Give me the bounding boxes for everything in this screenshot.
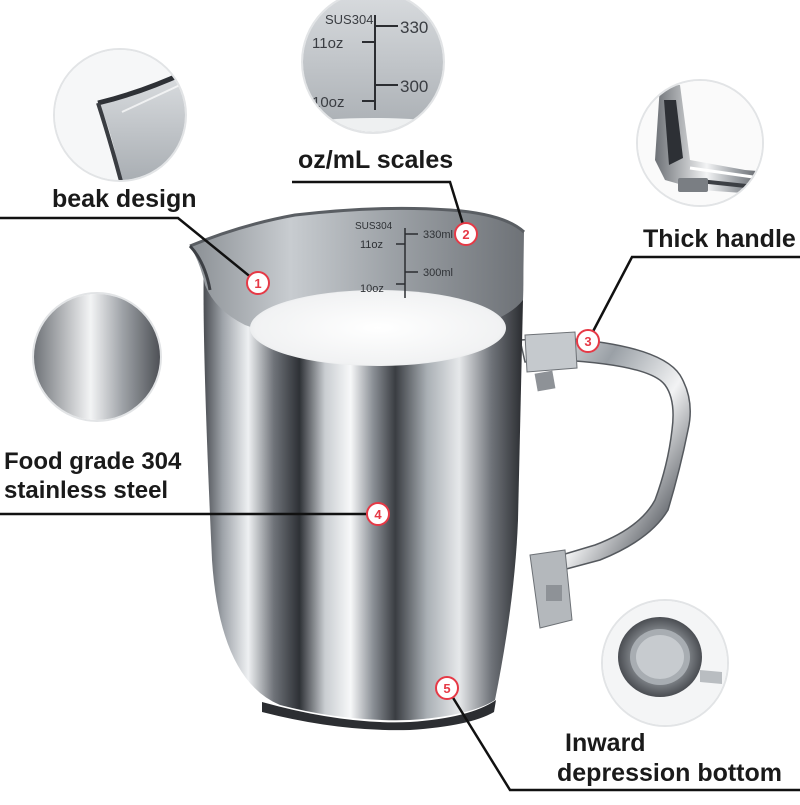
svg-text:2: 2 [462,227,469,242]
zoom-handle-detail [636,79,764,207]
svg-text:1: 1 [254,276,261,291]
badge-5: 5 [435,676,459,700]
callout-inward-bottom: Inward depression bottom [557,728,782,788]
badge-4: 4 [366,502,390,526]
callout-steel-line1: Food grade 304 [4,448,182,475]
pitcher-material-mark: SUS304 [355,221,393,232]
callout-oz-ml-scales: oz/mL scales [298,146,454,174]
pitcher-oz-11-mark: 11oz [360,239,383,251]
pitcher-oz-10-mark: 10oz [360,283,384,295]
leader-line-beak [0,216,259,284]
pitcher-handle [519,331,691,629]
leader-line-bottom [445,687,800,792]
zoom-beak-detail [53,48,187,182]
callout-bottom-line2: depression bottom [557,759,783,787]
badge-3: 3 [576,329,600,353]
svg-text:5: 5 [443,681,450,696]
callout-food-grade-steel: Food grade 304 stainless steel [4,448,181,506]
zoom-material-mark: SUS304 [325,12,373,27]
zoom-ml-330-mark: 330 [400,18,428,37]
badge-1: 1 [246,271,270,295]
milk-pitcher: SUS304 11oz 330ml 300ml 10oz [188,206,691,731]
callout-steel-line2: stainless steel [4,476,169,504]
leader-lines [0,180,800,792]
svg-text:3: 3 [584,334,591,349]
pitcher-ml-330-mark: 330ml [423,229,453,241]
pitcher-scale-marks: SUS304 11oz 330ml 300ml 10oz [355,221,453,298]
pitcher-ml-300-mark: 300ml [423,267,453,279]
callout-bottom-line1: Inward [565,729,646,757]
zoom-bottom-detail [601,599,729,727]
zoom-steel-detail [32,292,162,422]
zoom-scale-detail: SUS304 11oz 330 300 10oz [301,0,445,134]
leader-line-handle [586,255,800,342]
badge-2: 2 [454,222,478,246]
callout-thick-handle: Thick handle [643,225,796,253]
leader-line-scales [292,180,468,235]
svg-text:4: 4 [374,507,382,522]
callout-beak-design: beak design [52,185,197,213]
zoom-oz-10-mark: 10oz [312,94,345,111]
zoom-ml-300-mark: 300 [400,77,428,96]
zoom-oz-11-mark: 11oz [312,35,343,52]
